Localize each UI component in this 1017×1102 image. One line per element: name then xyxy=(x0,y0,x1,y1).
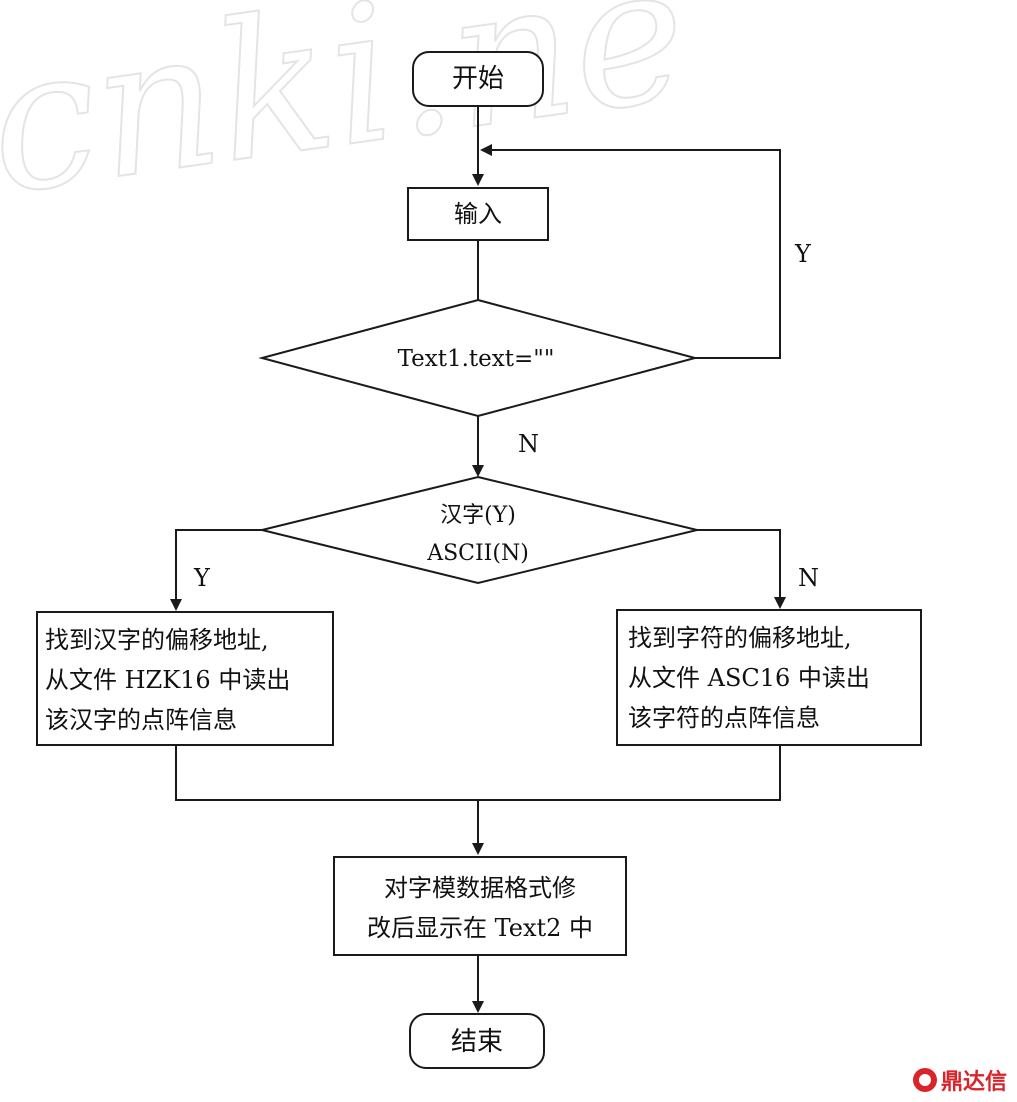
display-process-line1: 对字模数据格式修 xyxy=(384,874,576,902)
display-process-node xyxy=(333,856,627,956)
edge-loop-yes xyxy=(480,144,781,359)
brand-logo: 鼎达信 xyxy=(913,1068,1007,1095)
char-type-decision xyxy=(261,475,698,585)
edge-label-hanzi-yes: Y xyxy=(193,564,211,592)
hanzi-process-node xyxy=(36,611,334,746)
ascii-process-line2: 从文件 ASC16 中读出 xyxy=(628,664,870,692)
check-empty-label: Text1.text="" xyxy=(398,346,555,372)
hanzi-process-line1: 找到汉字的偏移地址, xyxy=(45,626,269,654)
ascii-process-line3: 该字符的点阵信息 xyxy=(628,704,820,732)
edge-label-loop-yes: Y xyxy=(794,240,812,268)
edge-hanzi-yes xyxy=(170,529,262,611)
watermark: cnki.ne xyxy=(0,0,699,237)
hanzi-process-line3: 该汉字的点阵信息 xyxy=(45,706,237,734)
brand-logo-icon-inner xyxy=(919,1074,931,1086)
hanzi-process-line2: 从文件 HZK16 中读出 xyxy=(45,666,290,694)
edge-merge xyxy=(175,745,781,801)
end-label: 结束 xyxy=(451,1027,503,1057)
brand-logo-text: 鼎达信 xyxy=(941,1069,1007,1095)
start-label: 开始 xyxy=(452,64,504,94)
char-type-label-line1: 汉字(Y) xyxy=(440,503,516,528)
edge-ascii-no xyxy=(697,529,786,609)
input-label: 输入 xyxy=(454,200,502,228)
edge-label-empty-no: N xyxy=(518,430,539,458)
input-node xyxy=(407,187,549,241)
edge-label-ascii-no: N xyxy=(798,564,819,592)
char-type-label-line2: ASCII(N) xyxy=(426,541,529,566)
ascii-process-line1: 找到字符的偏移地址, xyxy=(628,624,852,652)
display-process-line2: 改后显示在 Text2 中 xyxy=(367,914,593,942)
ascii-process-node xyxy=(616,609,922,746)
end-node xyxy=(409,1013,545,1069)
